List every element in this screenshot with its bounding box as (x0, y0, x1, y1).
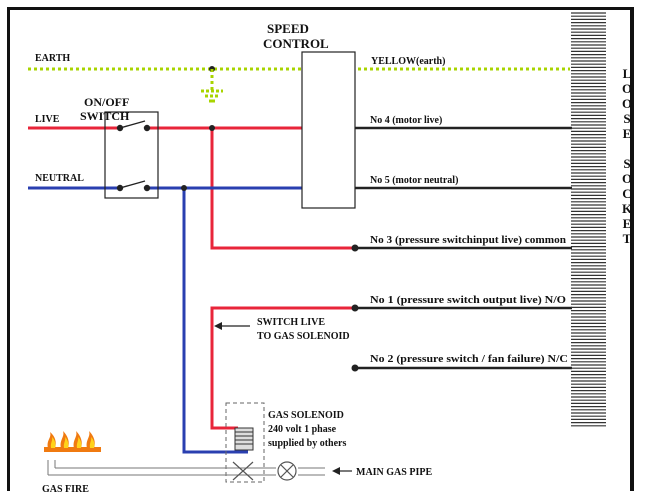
label-solenoid-1: GAS SOLENOID (268, 410, 344, 421)
switch-contacts (116, 120, 151, 192)
socket-letter: T (623, 231, 632, 246)
socket-strip (571, 12, 606, 427)
socket-wires (355, 126, 572, 370)
socket-letter: K (622, 201, 633, 216)
valve-icon (232, 461, 297, 481)
label-neutral: NEUTRAL (35, 173, 84, 184)
solenoid-coil-icon (234, 427, 254, 451)
label-speed-line2: CONTROL (263, 36, 329, 51)
label-solenoid-2: 240 volt 1 phase (268, 424, 337, 435)
label-gas-fire: GAS FIRE (42, 484, 89, 495)
label-switch-line2: SWITCH (80, 109, 130, 123)
label-no2: No 2 (pressure switch / fan failure) N/C (370, 354, 568, 365)
socket-letter: L (623, 66, 632, 81)
junction-dots (181, 125, 215, 191)
switch-live-arrow-icon (214, 322, 250, 330)
label-live: LIVE (35, 114, 60, 125)
socket-letter: S (623, 111, 630, 126)
socket-letter: O (622, 96, 632, 111)
gas-solenoid-box (225, 402, 265, 483)
label-no3: No 3 (pressure switchinput live) common (370, 235, 566, 246)
label-yellow-earth: YELLOW(earth) (371, 56, 445, 67)
label-earth: EARTH (35, 53, 70, 64)
on-off-switch-box (104, 111, 159, 199)
socket-letter: O (622, 81, 632, 96)
label-switch-live-2: TO GAS SOLENOID (257, 331, 350, 342)
socket-letter: E (623, 126, 632, 141)
label-solenoid-3: supplied by others (268, 438, 346, 449)
gas-fire-flames-icon (44, 431, 101, 452)
label-switch-live-1: SWITCH LIVE (257, 317, 325, 328)
socket-letter: S (623, 156, 630, 171)
live-wire (28, 126, 355, 430)
label-switch-line1: ON/OFF (84, 95, 129, 109)
label-no1: No 1 (pressure switch output live) N/O (370, 295, 566, 306)
terminal-dots (351, 244, 359, 372)
main-gas-arrow-icon (332, 467, 352, 475)
diagram-frame (7, 7, 634, 491)
label-speed-line1: SPEED (267, 21, 309, 36)
ground-symbol-icon (201, 66, 223, 103)
socket-letter: E (623, 216, 632, 231)
socket-letter: O (622, 171, 632, 186)
speed-control-box (301, 51, 356, 209)
label-no4: No 4 (motor live) (370, 115, 442, 126)
label-main-gas-pipe: MAIN GAS PIPE (356, 467, 432, 478)
socket-letter: C (622, 186, 631, 201)
label-no5: No 5 (motor neutral) (370, 175, 458, 186)
